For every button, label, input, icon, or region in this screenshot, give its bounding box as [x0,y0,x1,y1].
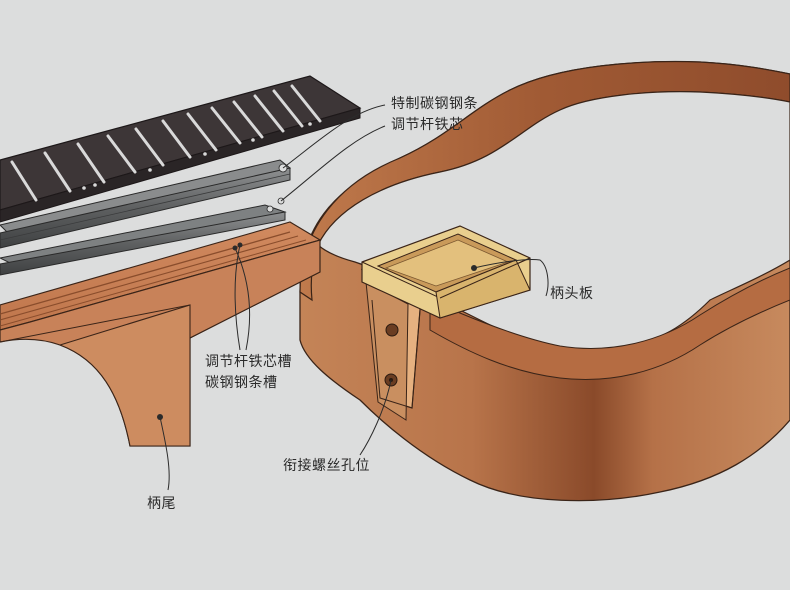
heel-block [360,225,531,421]
label-truss-rod: 调节杆铁芯 [391,117,464,133]
label-neck-heel: 柄尾 [147,496,176,512]
label-steel-bar: 特制碳钢钢条 [391,96,478,112]
leader-neck-heel [159,416,170,491]
neck-wood [0,221,322,447]
leader-joint-holes [359,379,392,456]
leader-steel-bar [282,104,386,169]
leader-truss-rod [280,125,386,202]
label-heel-block: 柄头板 [550,286,594,302]
carbon-steel-bar [0,204,287,276]
leader-heel-block [473,259,549,297]
neck-heel [58,304,191,447]
truss-rod [0,159,292,249]
leader-lines [159,104,549,491]
leader-bar-slot [234,247,251,351]
joint-hole-upper [385,323,399,337]
body-inner-far-wall [429,267,790,381]
label-joint-holes: 衔接螺丝孔位 [283,458,370,474]
label-rod-slot: 调节杆铁芯槽 [205,354,292,370]
label-bar-slot: 碳钢钢条槽 [205,375,278,391]
fretboard [0,75,362,223]
leader-rod-slot [234,244,241,351]
